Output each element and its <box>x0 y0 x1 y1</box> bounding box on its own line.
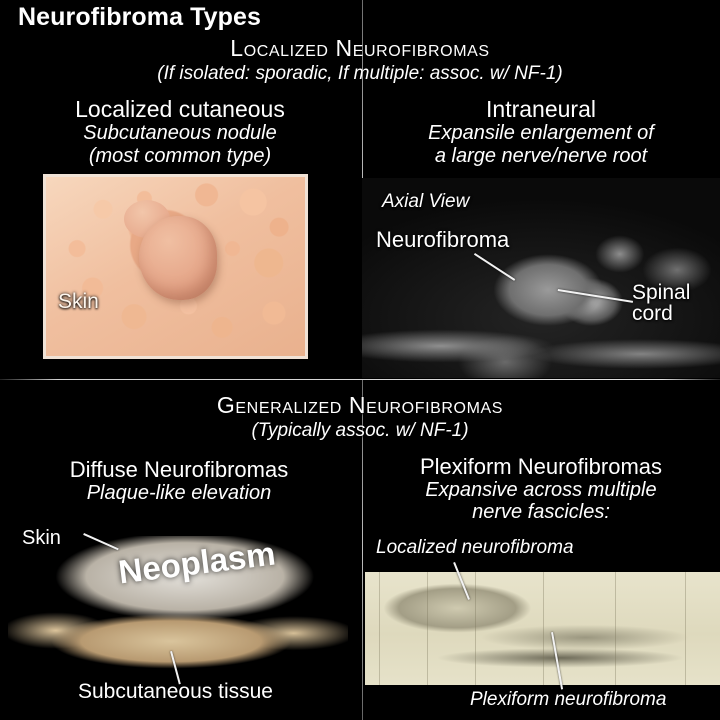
mri-label-spinal-cord: Spinal cord <box>632 281 691 325</box>
plexiform-neurofibroma-engraving <box>365 572 720 685</box>
engraving-label-plexiform-neurofibroma: Plexiform neurofibroma <box>470 689 667 710</box>
gross-label-skin: Skin <box>22 527 61 549</box>
mri-axial-image <box>362 178 720 378</box>
page-title: Neurofibroma Types <box>18 3 262 31</box>
panel-subheading-cutaneous-2: (most common type) <box>88 145 272 167</box>
panel-heading-diffuse: Diffuse Neurofibromas <box>69 457 289 482</box>
diffuse-neurofibroma-gross-photo <box>8 536 348 671</box>
engraving-hatch-line <box>685 572 686 685</box>
panel-subheading-intraneural-2: a large nerve/nerve root <box>434 145 648 167</box>
section-heading-localized: Localized Neurofibromas <box>230 35 490 61</box>
panel-subheading-intraneural-1: Expansile enlargement of <box>428 122 654 144</box>
cutaneous-neurofibroma-photo <box>43 174 308 359</box>
divider-horizontal-middle <box>0 379 720 380</box>
divider-vertical-bottom <box>362 380 363 720</box>
panel-subheading-plexiform-1: Expansive across multiple <box>425 479 657 501</box>
mri-label-neurofibroma: Neurofibroma <box>376 227 510 252</box>
engraving-hatch-line <box>427 572 428 685</box>
panel-subheading-plexiform-2: nerve fascicles: <box>472 501 610 523</box>
engraving-label-localized-neurofibroma: Localized neurofibroma <box>376 537 574 558</box>
section-subheading-localized: (If isolated: sporadic, If multiple: ass… <box>157 63 563 84</box>
gross-label-subcutaneous-tissue: Subcutaneous tissue <box>78 680 273 703</box>
engraving-hatch-line <box>543 572 544 685</box>
engraving-hatch-line <box>475 572 476 685</box>
panel-heading-intraneural: Intraneural <box>486 96 596 122</box>
section-subheading-generalized: (Typically assoc. w/ NF-1) <box>251 420 469 441</box>
mri-label-axial-view: Axial View <box>382 191 470 212</box>
panel-heading-plexiform: Plexiform Neurofibromas <box>419 454 663 479</box>
photo-label-skin: Skin <box>58 290 99 313</box>
panel-heading-cutaneous: Localized cutaneous <box>75 96 285 122</box>
skin-nodule-dominant <box>139 216 218 301</box>
engraving-hatch-line <box>379 572 380 685</box>
panel-subheading-cutaneous-1: Subcutaneous nodule <box>83 122 277 144</box>
panel-subheading-diffuse-1: Plaque-like elevation <box>86 482 272 504</box>
section-heading-generalized: Generalized Neurofibromas <box>216 392 504 418</box>
engraving-hatch-line <box>615 572 616 685</box>
